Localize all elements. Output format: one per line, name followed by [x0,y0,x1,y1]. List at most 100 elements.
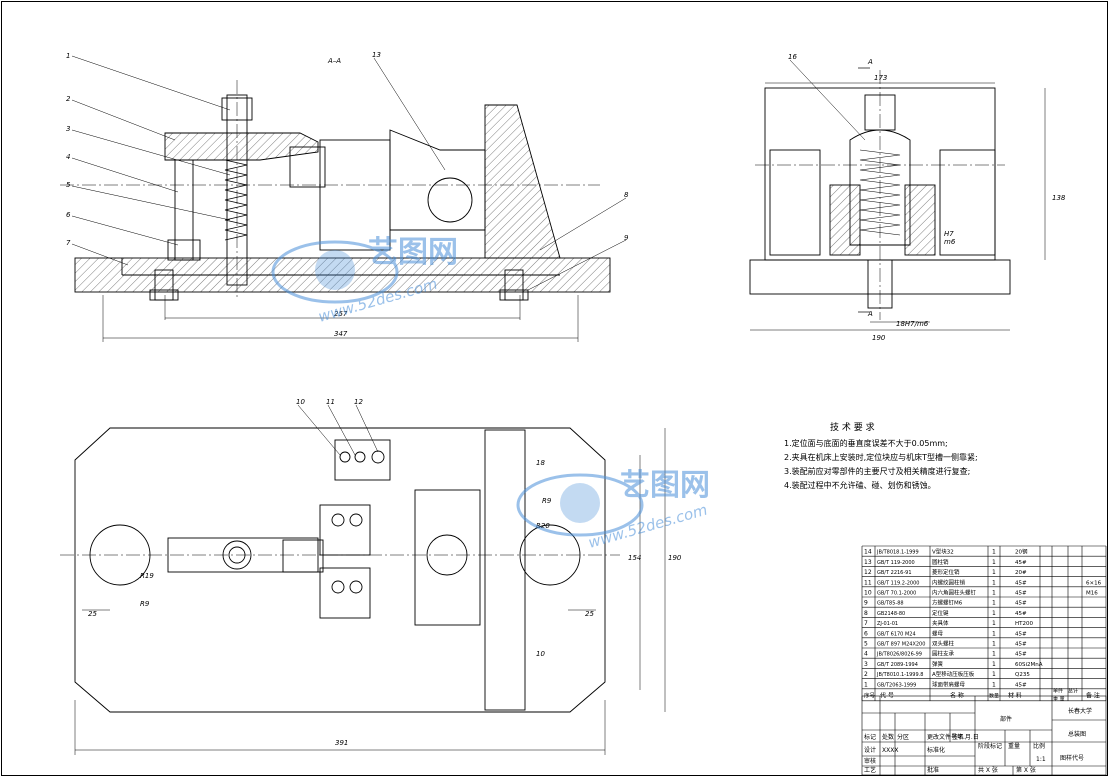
bom-row-qty: 1 [992,630,996,637]
bom-row-mat: 45# [1015,601,1027,607]
bom-row-no: 14 [864,549,872,556]
section-label: A–A [327,57,341,65]
dim-r9-b: R9 [542,497,552,505]
bom-row-qty: 1 [992,671,996,678]
pin-block-bottom [319,567,371,619]
dim-257: 257 [334,310,348,318]
bom-row-mat: 45# [1015,642,1027,648]
bom-row-no: 3 [864,661,868,668]
part-label-2: 2 [66,95,71,103]
fit-m6: m6 [944,238,956,246]
tb-drawing-code: 图样代号 [1060,754,1084,762]
bom-row-qty: 1 [992,600,996,607]
bom-row-name: 内螺纹圆柱销 [932,578,966,586]
tb-university: 长春大学 [1068,707,1092,715]
tb-zone: 分区 [897,733,909,741]
bom-row-name: 方螺螺钉M6 [932,599,963,607]
tb-mark: 标记 [864,733,876,741]
tech-req-title: 技 术 要 求 [830,421,875,433]
tb-change-doc: 更改文件号 [927,733,957,741]
bom-header-mat: 材 料 [1008,691,1022,699]
dim-347: 347 [334,330,348,338]
spherical-nut [221,97,253,121]
watermark-brand-2: 艺图网 [620,468,710,503]
bom-row-qty: 1 [992,549,996,556]
part-label-13: 13 [372,51,381,59]
workpiece [319,139,391,251]
bom-row-no: 1 [864,681,868,688]
tb-part-name: 部件 [1000,715,1012,723]
watermark-brand-1: 艺图网 [368,235,458,270]
bom-row-mat: 45# [1015,591,1027,597]
tech-req-line-2: 2.夹具在机床上安装时,定位块应与机床T型槽一侧靠紧; [784,452,978,462]
bom-row-name: 弹簧 [932,660,944,668]
tb-scale-value: 1:1 [1036,756,1046,763]
part-label-16: 16 [788,53,797,61]
bom-row-qty: 1 [992,569,996,576]
dim-190: 190 [872,334,886,342]
dim-154: 154 [628,554,641,562]
tb-standardize: 标准化 [927,746,945,754]
tb-design: 设计 [864,746,876,754]
tb-approve: 批准 [927,766,939,774]
bom-row-qty: 1 [992,620,996,627]
screw-block [334,439,391,481]
bom-row-name: V型块32 [932,548,954,556]
part-label-10: 10 [296,398,305,406]
bom-row-name: 圆柱销 [932,558,949,566]
part-label-7: 7 [66,239,71,247]
bom-row-name: 菱形定位销 [932,568,960,576]
title-block-text: 部件 长春大学 总装图 标记 处数 分区 更改文件号 签名 年.月.日 设计 X… [864,707,1092,774]
bom-row-mat: 20钢 [1015,548,1028,556]
tech-req-line-3: 3.装配前应对零部件的主要尺寸及相关精度进行复查; [784,466,970,476]
dim-25-b: 25 [585,610,594,618]
bom-row-no: 9 [864,600,868,607]
bom-header-weight: 重 量 [1053,695,1065,702]
bom-header-code: 代 号 [880,691,894,699]
bom-row-name: 内六角圆柱头螺钉 [932,589,977,597]
bom-row-mat: HT200 [1015,621,1033,627]
bom-row-no: 8 [864,610,868,617]
bom-row-std: JB/T8026/8026-99 [876,652,922,658]
tb-review: 审核 [864,757,876,765]
dim-18: 18 [536,459,545,467]
bom-row-mat: 45# [1015,611,1027,617]
tb-process: 工艺 [864,766,876,774]
bom-row-no: 12 [864,569,872,576]
part-label-3: 3 [66,125,70,133]
compression-spring [224,159,248,241]
tb-stage-mark: 阶段标记 [978,742,1002,750]
part-label-9: 9 [624,234,629,242]
bom-row-no: 13 [864,559,872,566]
double-end-stud [226,94,248,286]
bom-row-name: A型移动压板压板 [932,670,975,678]
dim-173: 173 [874,74,887,82]
bom-row-std: GB/T 119-2000 [877,560,915,566]
bom-header-total: 总计 [1068,687,1078,694]
part-label-5: 5 [66,181,71,189]
bom-row-no: 2 [864,671,868,678]
part-label-1: 1 [66,52,70,60]
tb-scale: 比例 [1033,742,1045,750]
bom-row-note: M16 [1086,591,1098,597]
bom-row-std: GB/T 70.1-2000 [877,591,916,597]
bom-row-mat: 45# [1015,560,1027,566]
bom-row-name: 螺母 [932,629,944,637]
dim-r19: R19 [140,572,154,580]
bom-header-no: 序号 [864,691,876,699]
bom-header-note: 备 注 [1086,691,1100,699]
tb-sheet-no: 第 X 张 [1016,766,1036,774]
bom-row-std: GB/T 2089-1994 [877,662,918,668]
bom-row-qty: 1 [992,559,996,566]
dim-138: 138 [1052,194,1066,202]
bom-row-mat: Q235 [1015,672,1030,678]
bom-row-std: GB/T2063-1999 [877,682,916,688]
bom-row-qty: 1 [992,579,996,586]
dim-25-a: 25 [88,610,97,618]
front-view-labels: 1 2 3 4 5 6 7 13 8 9 257 347 [66,51,629,338]
bom-row-no: 11 [864,579,872,586]
dim-r9-a: R9 [140,600,150,608]
